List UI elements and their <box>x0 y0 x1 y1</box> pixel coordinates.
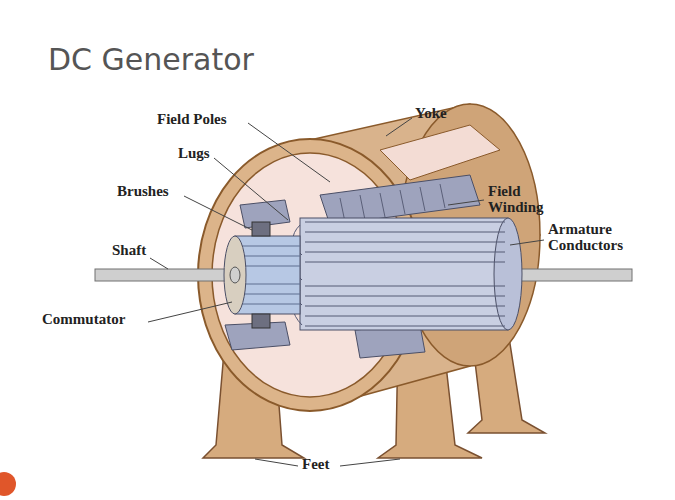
part-label: Field Winding <box>488 184 560 216</box>
yoke <box>198 104 540 411</box>
field-winding <box>340 184 445 222</box>
brushes <box>252 222 270 328</box>
part-label: Feet <box>302 457 329 473</box>
slide-title: DC Generator <box>48 42 254 77</box>
part-label: Commutator <box>42 312 125 328</box>
part-label: Armature Conductors <box>548 222 650 254</box>
part-label: Field Poles <box>157 112 227 128</box>
part-label: Brushes <box>117 184 169 200</box>
part-label: Lugs <box>178 146 210 162</box>
commutator <box>224 236 300 314</box>
armature <box>291 218 522 330</box>
part-label: Yoke <box>415 106 447 122</box>
part-label: Shaft <box>112 243 146 259</box>
slide-marker <box>0 472 16 496</box>
leader-lines <box>148 118 544 466</box>
